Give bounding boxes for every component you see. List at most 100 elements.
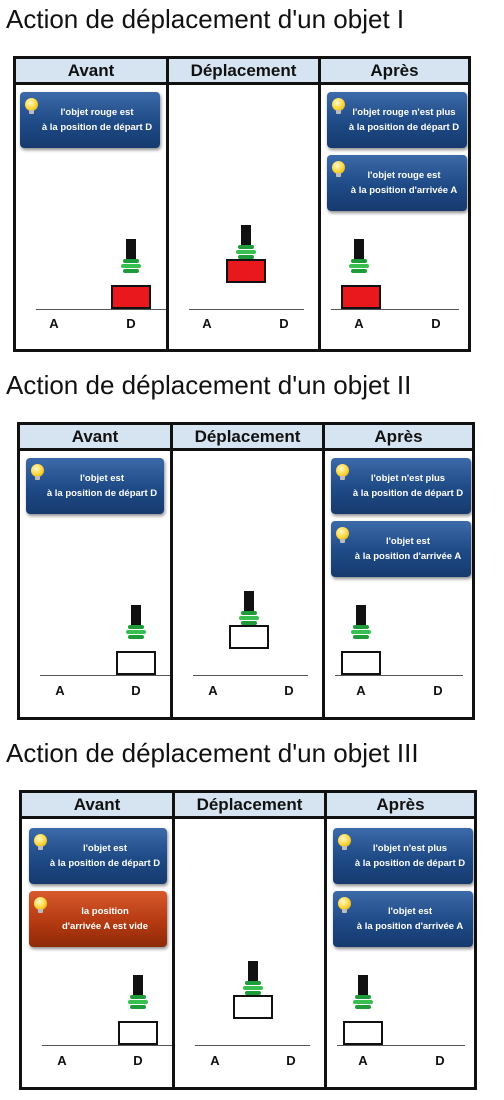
column-header-deplacement: Déplacement — [173, 425, 322, 451]
note-line-1: la position — [81, 906, 129, 917]
position-label-a: A — [354, 316, 364, 331]
gripper-icon — [239, 591, 259, 627]
position-label-d: D — [131, 683, 141, 698]
position-label-d: D — [133, 1053, 143, 1068]
column-apres: Après l'objet n'est plus à la position d… — [322, 425, 472, 717]
note-line-1: l'objet rouge n'est plus — [352, 107, 456, 118]
red-object — [226, 259, 266, 283]
note-line-1: l'objet n'est plus — [372, 843, 448, 854]
section-2-title: Action de déplacement d'un objet II — [6, 370, 412, 400]
status-note: l'objet rouge n'est plus à la position d… — [327, 92, 467, 148]
note-line-1: l'objet n'est plus — [370, 473, 446, 484]
object-box — [233, 995, 273, 1019]
column-deplacement: Déplacement A D — [170, 425, 322, 717]
ground-line — [42, 1045, 172, 1046]
note-line-1: l'objet est — [388, 906, 432, 917]
position-label-a: A — [208, 683, 218, 698]
column-avant: Avant l'objet est à la position de dépar… — [20, 425, 170, 717]
note-line-1: l'objet rouge est — [367, 170, 441, 181]
status-note: l'objet est à la position d'arrivée A — [333, 891, 473, 947]
lightbulb-icon — [34, 834, 47, 850]
note-line-2: à la position d'arrivée A — [356, 921, 464, 932]
lightbulb-icon — [332, 161, 345, 177]
ground-line — [40, 675, 170, 676]
status-note: l'objet est à la position de départ D — [29, 828, 167, 884]
ground-line — [331, 309, 459, 310]
lightbulb-icon — [34, 897, 47, 913]
position-label-a: A — [57, 1053, 67, 1068]
column-header-avant: Avant — [16, 59, 166, 85]
note-line-2: à la position d'arrivée A — [354, 551, 462, 562]
gripper-icon — [126, 605, 146, 641]
note-line-1: l'objet est — [386, 536, 430, 547]
position-label-a: A — [202, 316, 212, 331]
section-3-panel: Avant l'objet est à la position de dépar… — [19, 790, 477, 1090]
ground-line — [335, 675, 463, 676]
column-header-apres: Après — [325, 425, 472, 451]
position-label-d: D — [284, 683, 294, 698]
gripper-icon — [128, 975, 148, 1011]
object-box — [116, 651, 156, 675]
column-header-deplacement: Déplacement — [175, 793, 324, 819]
position-label-d: D — [286, 1053, 296, 1068]
object-box — [229, 625, 269, 649]
note-line-1: l'objet est — [83, 843, 127, 854]
lightbulb-icon — [338, 897, 351, 913]
gripper-icon — [236, 225, 256, 261]
column-deplacement: Déplacement A D — [172, 793, 324, 1087]
note-line-2: à la position de départ D — [49, 858, 161, 869]
note-line-2: à la position de départ D — [354, 858, 466, 869]
note-line-2: à la position d'arrivée A — [350, 185, 458, 196]
red-object — [341, 285, 381, 309]
ground-line — [36, 309, 166, 310]
lightbulb-icon — [25, 98, 38, 114]
column-header-deplacement: Déplacement — [169, 59, 318, 85]
note-line-2: d'arrivée A est vide — [61, 921, 149, 932]
section-2-panel: Avant l'objet est à la position de dépar… — [17, 422, 475, 720]
column-avant: Avant l'objet rouge est à la position de… — [16, 59, 166, 349]
position-label-a: A — [356, 683, 366, 698]
ground-line — [195, 1045, 310, 1046]
position-label-a: A — [55, 683, 65, 698]
note-line-2: à la position de départ D — [348, 122, 460, 133]
status-note: l'objet rouge est à la position d'arrivé… — [327, 155, 467, 211]
gripper-icon — [243, 961, 263, 997]
column-header-apres: Après — [327, 793, 474, 819]
lightbulb-icon — [336, 527, 349, 543]
position-label-d: D — [126, 316, 136, 331]
status-note: l'objet est à la position d'arrivée A — [331, 521, 471, 577]
position-label-a: A — [49, 316, 59, 331]
position-label-d: D — [435, 1053, 445, 1068]
ground-line — [193, 675, 308, 676]
section-1-panel: Avant l'objet rouge est à la position de… — [13, 56, 471, 352]
gripper-icon — [349, 239, 369, 275]
note-line-2: à la position de départ D — [41, 122, 153, 133]
object-box — [118, 1021, 158, 1045]
lightbulb-icon — [31, 464, 44, 480]
gripper-icon — [351, 605, 371, 641]
gripper-icon — [121, 239, 141, 275]
ground-line — [189, 309, 304, 310]
status-note: l'objet rouge est à la position de dépar… — [20, 92, 160, 148]
position-label-a: A — [210, 1053, 220, 1068]
lightbulb-icon — [338, 834, 351, 850]
section-3-title: Action de déplacement d'un objet III — [6, 738, 419, 768]
gripper-icon — [353, 975, 373, 1011]
note-line-2: à la position de départ D — [352, 488, 464, 499]
column-deplacement: Déplacement A D — [166, 59, 318, 349]
column-header-avant: Avant — [22, 793, 172, 819]
column-apres: Après l'objet rouge n'est plus à la posi… — [318, 59, 468, 349]
ground-line — [337, 1045, 465, 1046]
column-header-apres: Après — [321, 59, 468, 85]
status-note: l'objet n'est plus à la position de dépa… — [331, 458, 471, 514]
column-header-avant: Avant — [20, 425, 170, 451]
status-note: l'objet n'est plus à la position de dépa… — [333, 828, 473, 884]
note-line-1: l'objet est — [80, 473, 124, 484]
lightbulb-icon — [336, 464, 349, 480]
red-object — [111, 285, 151, 309]
status-note: l'objet est à la position de départ D — [26, 458, 164, 514]
object-box — [343, 1021, 383, 1045]
section-1-title: Action de déplacement d'un objet I — [6, 4, 405, 34]
position-label-d: D — [431, 316, 441, 331]
lightbulb-icon — [332, 98, 345, 114]
